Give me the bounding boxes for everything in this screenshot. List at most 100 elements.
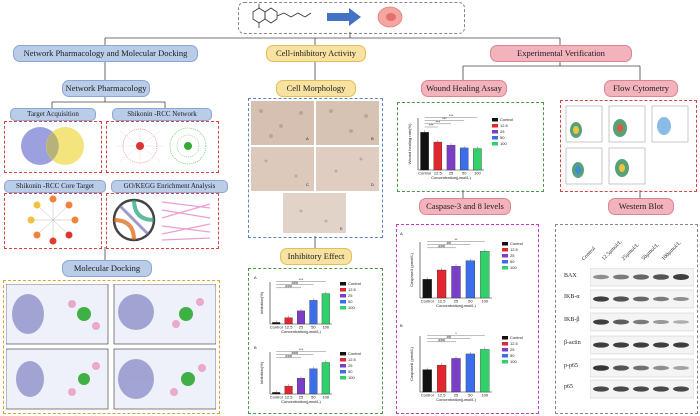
bar-control	[422, 369, 432, 393]
bar-25	[446, 145, 456, 171]
bar-12-5	[284, 317, 293, 325]
y-axis-label: Caspase3 (pmol/L)	[409, 252, 414, 286]
core-target-graph	[27, 195, 79, 245]
subsection-caspase[interactable]: Caspase-3 and 8 levels	[419, 198, 511, 215]
cell-icon	[377, 6, 403, 28]
legend-label: Control	[510, 335, 523, 340]
core-target-panel	[4, 193, 102, 249]
section-cell-inhibitory[interactable]: Cell-inhibitory Activity	[266, 45, 366, 62]
x-tick-label: 25	[299, 395, 304, 400]
legend-label: 25	[348, 363, 353, 368]
legend-label: 25	[500, 129, 505, 134]
bar-100	[473, 148, 482, 171]
y-axis-label: Inhibition(%)	[259, 291, 264, 314]
go-kegg-panel	[106, 193, 219, 249]
bar-50	[465, 260, 476, 299]
legend-label: 12.5	[500, 123, 509, 128]
legend-swatch	[340, 364, 346, 368]
x-tick-label: 100	[481, 393, 488, 398]
section-network-pharmacology-docking[interactable]: Network Pharmacology and Molecular Docki…	[13, 45, 198, 62]
x-tick-label: 12.5	[285, 395, 294, 400]
legend-swatch	[340, 288, 346, 292]
x-tick-label: 100	[322, 395, 329, 400]
subsection-western-blot[interactable]: Western Blot	[608, 198, 674, 215]
subsection-core-target[interactable]: Shikonin -RCC Core Target	[4, 180, 106, 193]
legend-swatch	[502, 254, 508, 258]
legend-swatch	[502, 248, 508, 252]
wb-row-bax: BAX	[564, 273, 577, 279]
x-tick-label: Control	[270, 395, 283, 400]
legend-swatch	[502, 342, 508, 346]
legend-label: 100	[510, 265, 517, 270]
bar-100	[480, 251, 490, 299]
legend-label: 100	[348, 305, 355, 310]
bar-50	[309, 300, 318, 325]
panel-label: A	[400, 231, 403, 236]
x-tick-label: Control	[270, 325, 283, 330]
legend-label: 50	[510, 259, 515, 264]
inhibitory-effect-panel	[248, 268, 383, 414]
significance-label: ###	[285, 283, 292, 288]
legend-label: 50	[348, 299, 353, 304]
legend-swatch	[492, 136, 498, 140]
significance-label: ##	[447, 240, 452, 245]
bar-100	[480, 349, 490, 393]
morphology-label-c: C	[306, 182, 309, 187]
legend-swatch	[340, 294, 346, 298]
significance-label: ***	[429, 123, 434, 128]
venn-diagram	[21, 127, 84, 165]
legend-label: Control	[500, 117, 513, 122]
x-tick-label: 12.5	[438, 393, 447, 398]
subsection-go-kegg[interactable]: GO/KEGG Enrichment Analysis	[111, 180, 228, 193]
x-axis-label: Concentration(μmol/L)	[281, 399, 321, 404]
morphology-label-a: A	[306, 136, 309, 141]
legend-swatch	[492, 142, 498, 146]
subsection-shikonin-rcc-network[interactable]: Shikonin -RCC Network	[112, 108, 212, 121]
wb-row-p65: p65	[564, 384, 573, 390]
subsection-target-acquisition[interactable]: Target Acquisition	[10, 108, 96, 121]
subsection-molecular-docking[interactable]: Molecular Docking	[62, 260, 152, 277]
significance-label: ###	[438, 243, 445, 248]
bar-25	[297, 378, 305, 395]
bar-25	[451, 266, 461, 299]
legend-label: 50	[510, 353, 515, 358]
molecule-structure-icon	[252, 4, 312, 28]
significance-label: ###	[285, 353, 292, 358]
bar-50	[309, 368, 318, 395]
bar-12-5	[284, 385, 293, 395]
x-tick-label: 12.5	[438, 299, 447, 304]
molecular-docking-panel	[3, 280, 220, 414]
flow-cytometry-plots	[565, 105, 689, 185]
subsection-wound-healing[interactable]: Wound Healing Assay	[421, 80, 507, 97]
legend-swatch	[340, 370, 346, 374]
bar-25	[451, 358, 461, 393]
significance-label: ###	[291, 350, 298, 355]
x-tick-label: 50	[468, 299, 473, 304]
y-axis-label: Inhibition(%)	[259, 361, 264, 384]
legend-label: 100	[348, 375, 355, 380]
bar-50	[465, 353, 476, 393]
subsection-flow-cytometry[interactable]: Flow Cytometry	[604, 80, 678, 97]
bar-100	[321, 362, 330, 395]
wound-healing-panel	[397, 102, 544, 192]
morphology-label-b: B	[371, 136, 374, 141]
panel-label: A	[254, 275, 257, 280]
x-axis-label: Concentration(μmol/L)	[436, 397, 476, 402]
legend-swatch	[502, 336, 508, 340]
x-tick-label: Control	[418, 171, 431, 176]
legend-label: 25	[510, 253, 515, 258]
significance-label: ***	[299, 277, 304, 282]
subsection-cell-morphology[interactable]: Cell Morphology	[276, 80, 356, 97]
y-axis-label: Wound healing rate(%)	[407, 123, 412, 165]
legend-label: Control	[348, 281, 361, 286]
section-experimental-verification[interactable]: Experimental Verification	[490, 45, 632, 62]
subsection-inhibitory-effect[interactable]: Inhibitory Effect	[280, 248, 352, 265]
x-tick-label: 50	[311, 395, 316, 400]
subsection-network-pharmacology[interactable]: Network Pharmacology	[62, 80, 150, 97]
significance-label: ***	[442, 116, 447, 121]
docking-images	[6, 284, 216, 410]
